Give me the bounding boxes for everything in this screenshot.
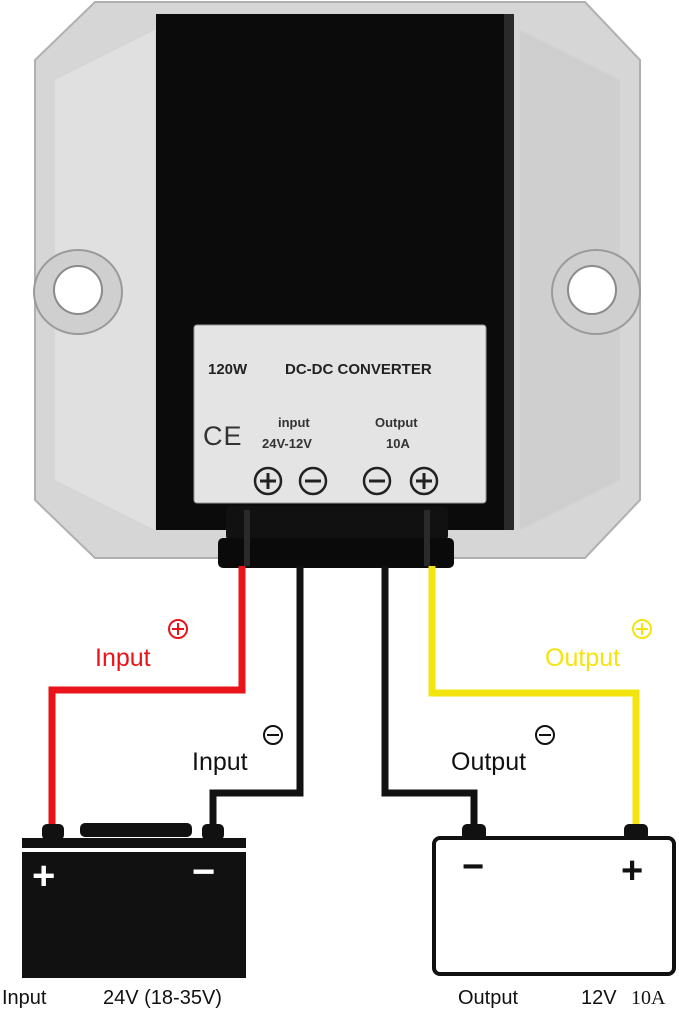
bottom-output-voltage: 12V xyxy=(581,987,617,1009)
output-positive-label: Output xyxy=(545,644,621,672)
bottom-input-label: Input xyxy=(2,987,47,1009)
bottom-output-current: 10A xyxy=(631,987,666,1009)
input-positive-polarity-icon xyxy=(168,619,188,639)
input-negative-label: Input xyxy=(192,748,248,776)
plate-output-minus-icon xyxy=(362,466,392,496)
bottom-output-label: Output xyxy=(458,987,519,1009)
mounting-hole-right xyxy=(551,249,641,335)
plate-input-minus-icon xyxy=(298,466,328,496)
ce-mark: CE xyxy=(203,421,243,451)
converter-housing xyxy=(33,1,641,568)
battery-minus-sign: − xyxy=(192,850,216,894)
input-battery xyxy=(22,823,246,978)
load-minus-sign: − xyxy=(462,846,485,888)
output-positive-wire xyxy=(428,566,640,828)
plate-output-plus-icon xyxy=(409,466,439,496)
battery-plus-sign: + xyxy=(32,854,56,898)
output-battery xyxy=(432,824,676,976)
plate-output-label: Output xyxy=(375,415,418,430)
label-plate xyxy=(193,324,487,504)
output-positive-polarity-icon xyxy=(632,619,652,639)
output-negative-label: Output xyxy=(451,748,527,776)
output-negative-wire xyxy=(381,566,478,828)
plate-power-rating: 120W xyxy=(208,361,248,378)
cable-gland xyxy=(218,506,454,568)
input-negative-polarity-icon xyxy=(263,725,283,745)
input-positive-wire xyxy=(48,566,246,828)
plate-input-label: input xyxy=(278,415,310,430)
wires xyxy=(48,566,640,828)
plate-output-current: 10A xyxy=(386,436,410,451)
plate-input-range: 24V-12V xyxy=(262,436,312,451)
plate-input-plus-icon xyxy=(253,466,283,496)
input-positive-label: Input xyxy=(95,644,151,672)
load-plus-sign: + xyxy=(621,850,644,892)
bottom-input-voltage: 24V (18-35V) xyxy=(103,987,222,1009)
input-negative-wire xyxy=(209,566,304,828)
output-negative-polarity-icon xyxy=(535,725,555,745)
plate-title: DC-DC CONVERTER xyxy=(285,361,432,378)
mounting-hole-left xyxy=(33,249,123,335)
